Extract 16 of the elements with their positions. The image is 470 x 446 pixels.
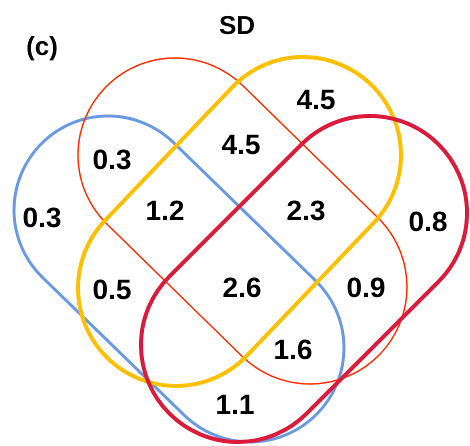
region-value: 2.3 <box>286 197 326 225</box>
region-value: 0.3 <box>22 204 62 232</box>
region-value: 1.2 <box>146 197 184 225</box>
region-value: 0.8 <box>408 208 448 236</box>
panel-label: (c) <box>26 33 58 59</box>
region-value: 1.6 <box>274 336 312 364</box>
diagram-title: SD <box>218 12 256 38</box>
region-value: 0.9 <box>346 274 386 302</box>
region-value: 4.5 <box>296 86 336 114</box>
venn-set-outline <box>139 114 469 444</box>
venn-set-outline <box>12 114 346 444</box>
region-value: 0.3 <box>92 146 132 174</box>
region-value: 2.6 <box>222 274 262 302</box>
region-value: 4.5 <box>222 131 260 159</box>
region-value: 0.5 <box>92 276 132 304</box>
region-value: 1.1 <box>216 391 254 419</box>
